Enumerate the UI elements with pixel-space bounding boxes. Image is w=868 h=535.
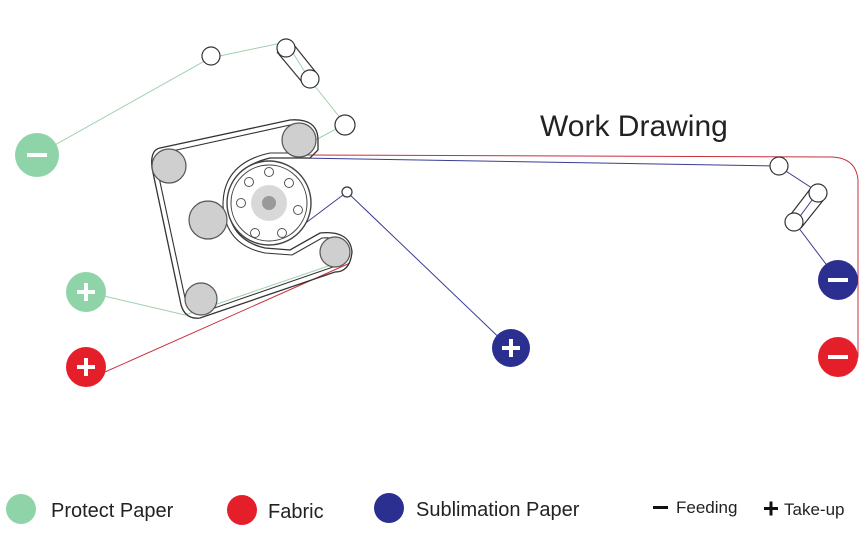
guide-roller-protect-right [334,114,356,136]
legend-label-takeup: Take-up [784,500,844,519]
belt-roller-middle [188,200,228,240]
guide-roller-sublimation-small [341,186,353,198]
protect-paper-takeup-path [86,261,341,316]
tension-roller-pair-right [784,183,828,232]
legend-item-protect-paper: Protect Paper [6,494,174,524]
minus-icon [828,355,848,359]
belt-roller-top-left [151,148,187,184]
fabric-feeding-roll [818,337,858,377]
tension-roller-pair-left [276,38,320,89]
legend-item-sublimation-paper: Sublimation Paper [374,493,580,523]
legend-label-protect-paper: Protect Paper [51,500,174,522]
legend-item-feeding: Feeding [653,498,737,517]
legend-label-feeding: Feeding [676,498,737,517]
legend-swatch-fabric [227,495,257,525]
sublimation-paper-takeup-roll [492,329,530,367]
protect-paper-feeding-roll [15,133,59,177]
protect-paper-takeup-roll [66,272,106,312]
legend-label-fabric: Fabric [268,501,324,523]
legend-swatch-sublimation-paper [374,493,404,523]
guide-roller-protect-top [201,46,221,66]
diagram-title: Work Drawing [540,110,728,143]
minus-icon [653,506,668,509]
sublimation-paper-feeding-roll [818,260,858,300]
material-paths [36,41,859,381]
fabric-feed-path [299,154,859,358]
minus-icon [27,153,47,157]
guide-rollers [201,38,828,232]
legend-item-fabric: Fabric [227,495,324,525]
legend-item-takeup: Take-up [764,500,844,519]
legend: Protect Paper Fabric Sublimation Paper F… [6,493,844,525]
minus-icon [828,278,848,282]
belt-roller-bottom-right [319,236,351,268]
material-rolls [15,133,858,387]
belt-assembly [151,119,353,319]
guide-roller-right-top [769,156,789,176]
sublimation-feed-path [299,157,839,281]
conveyor-belt-outer [151,119,353,319]
belt-roller-bottom-left [184,282,218,316]
legend-swatch-protect-paper [6,494,36,524]
belt-roller-top-right [281,122,317,158]
heating-drum [226,160,312,246]
fabric-takeup-roll [66,347,106,387]
legend-label-sublimation-paper: Sublimation Paper [416,499,580,521]
